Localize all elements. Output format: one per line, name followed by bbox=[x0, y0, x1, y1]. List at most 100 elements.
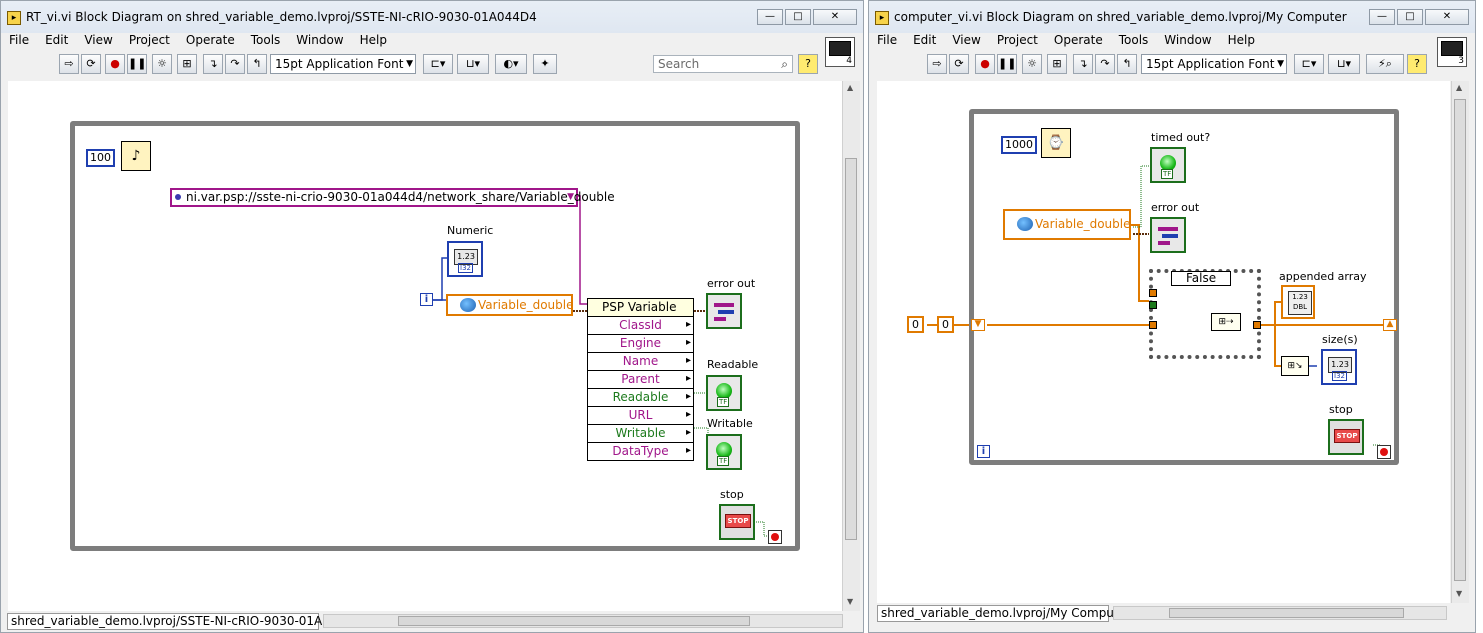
shift-register-right[interactable]: ▲ bbox=[1383, 319, 1397, 331]
array-size-function[interactable]: ⊞↘ bbox=[1281, 356, 1309, 376]
menu-help[interactable]: Help bbox=[1227, 33, 1255, 47]
menu-operate[interactable]: Operate bbox=[185, 33, 235, 47]
while-loop[interactable] bbox=[969, 109, 1399, 465]
menu-operate[interactable]: Operate bbox=[1053, 33, 1103, 47]
appended-array-indicator[interactable]: 1.23 DBL bbox=[1281, 285, 1315, 319]
horizontal-scrollbar[interactable] bbox=[323, 614, 843, 628]
step-over-icon[interactable]: ↷ bbox=[1095, 54, 1115, 74]
scroll-up-icon[interactable]: ▲ bbox=[847, 83, 854, 92]
abort-icon[interactable]: ● bbox=[105, 54, 125, 74]
menu-tools[interactable]: Tools bbox=[250, 33, 281, 47]
numeric-indicator[interactable]: 1.23 I32 bbox=[447, 241, 483, 277]
property-name[interactable]: Name bbox=[588, 353, 693, 371]
abort-icon[interactable]: ● bbox=[975, 54, 995, 74]
property-readable[interactable]: Readable bbox=[588, 389, 693, 407]
distribute-objects-icon[interactable]: ⊔▾ bbox=[1328, 54, 1360, 74]
build-array-function[interactable]: ⊞⇢ bbox=[1211, 313, 1241, 331]
close-button[interactable]: ✕ bbox=[813, 9, 857, 25]
scroll-thumb[interactable] bbox=[1169, 608, 1404, 618]
search-input[interactable]: Search ⌕ bbox=[653, 55, 793, 73]
menu-view[interactable]: View bbox=[952, 33, 981, 47]
scroll-up-icon[interactable]: ▲ bbox=[1456, 83, 1463, 92]
highlight-execution-icon[interactable]: ☼ bbox=[152, 54, 172, 74]
menu-edit[interactable]: Edit bbox=[913, 33, 937, 47]
step-over-icon[interactable]: ↷ bbox=[225, 54, 245, 74]
menu-project[interactable]: Project bbox=[996, 33, 1038, 47]
menu-project[interactable]: Project bbox=[128, 33, 170, 47]
right-vertical-scrollbar[interactable]: ▲ ▼ bbox=[1451, 81, 1469, 603]
search-palette-icon[interactable]: ⚡⌕ bbox=[1366, 54, 1404, 74]
metronome-wait-icon[interactable]: ♪ bbox=[121, 141, 151, 171]
timed-out-indicator[interactable]: TF bbox=[1150, 147, 1186, 183]
menu-file[interactable]: File bbox=[9, 33, 30, 47]
step-out-icon[interactable]: ↰ bbox=[1117, 54, 1137, 74]
case-selector-terminal[interactable] bbox=[1149, 301, 1157, 309]
right-block-diagram[interactable]: 1000 ⌚ timed out? TF error out Variable_… bbox=[877, 81, 1450, 603]
reorder-icon[interactable]: ◐▾ bbox=[495, 54, 527, 74]
run-icon[interactable]: ⇨ bbox=[927, 54, 947, 74]
run-continuously-icon[interactable]: ⟳ bbox=[81, 54, 101, 74]
array-constant-element[interactable]: 0 bbox=[937, 316, 954, 333]
scroll-down-icon[interactable]: ▼ bbox=[1456, 589, 1463, 598]
stop-button-terminal[interactable]: STOP bbox=[1328, 419, 1364, 455]
pause-icon[interactable]: ❚❚ bbox=[127, 54, 147, 74]
property-writable[interactable]: Writable bbox=[588, 425, 693, 443]
iteration-terminal-right[interactable]: i bbox=[977, 445, 990, 458]
iteration-terminal-left[interactable]: i bbox=[420, 293, 433, 306]
menu-edit[interactable]: Edit bbox=[45, 33, 69, 47]
loop-condition-terminal[interactable] bbox=[768, 530, 782, 544]
scroll-thumb[interactable] bbox=[398, 616, 750, 626]
run-continuously-icon[interactable]: ⟳ bbox=[949, 54, 969, 74]
error-out-indicator[interactable] bbox=[706, 293, 742, 329]
step-out-icon[interactable]: ↰ bbox=[247, 54, 267, 74]
readable-indicator[interactable]: TF bbox=[706, 375, 742, 411]
run-icon[interactable]: ⇨ bbox=[59, 54, 79, 74]
font-selector[interactable]: 15pt Application Font ▼ bbox=[270, 54, 416, 74]
retain-wire-values-icon[interactable]: ⊞ bbox=[177, 54, 197, 74]
menu-window[interactable]: Window bbox=[296, 33, 344, 47]
property-parent[interactable]: Parent bbox=[588, 371, 693, 389]
scroll-down-icon[interactable]: ▼ bbox=[847, 597, 854, 606]
scroll-thumb[interactable] bbox=[845, 158, 857, 540]
property-datatype[interactable]: DataType bbox=[588, 443, 693, 460]
context-help-icon[interactable]: ? bbox=[798, 54, 818, 74]
align-objects-icon[interactable]: ⊏▾ bbox=[423, 54, 453, 74]
horizontal-scrollbar[interactable] bbox=[1113, 606, 1447, 620]
left-block-diagram[interactable]: 100 ♪ ni.var.psp://sste-ni-crio-9030-01a… bbox=[8, 81, 842, 611]
sizes-indicator[interactable]: 1.23 I32 bbox=[1321, 349, 1357, 385]
menu-file[interactable]: File bbox=[877, 33, 898, 47]
menu-tools[interactable]: Tools bbox=[1118, 33, 1149, 47]
align-objects-icon[interactable]: ⊏▾ bbox=[1294, 54, 1324, 74]
menu-window[interactable]: Window bbox=[1164, 33, 1212, 47]
wait-ms-constant[interactable]: 100 bbox=[86, 149, 115, 167]
maximize-button[interactable]: □ bbox=[785, 9, 811, 25]
wait-ms-constant[interactable]: 1000 bbox=[1001, 136, 1037, 154]
clean-up-diagram-icon[interactable]: ✦ bbox=[533, 54, 557, 74]
close-button[interactable]: ✕ bbox=[1425, 9, 1469, 25]
step-into-icon[interactable]: ↴ bbox=[203, 54, 223, 74]
left-vertical-scrollbar[interactable]: ▲ ▼ bbox=[842, 81, 860, 611]
scroll-thumb[interactable] bbox=[1454, 99, 1466, 581]
left-titlebar[interactable]: ▸ RT_vi.vi Block Diagram on shred_variab… bbox=[1, 1, 863, 33]
wait-timer-icon[interactable]: ⌚ bbox=[1041, 128, 1071, 158]
array-constant[interactable]: 0 bbox=[907, 316, 924, 333]
psp-url-constant[interactable]: ni.var.psp://sste-ni-crio-9030-01a044d4/… bbox=[170, 188, 615, 207]
minimize-button[interactable]: — bbox=[1369, 9, 1395, 25]
step-into-icon[interactable]: ↴ bbox=[1073, 54, 1093, 74]
error-out-indicator[interactable] bbox=[1150, 217, 1186, 253]
right-titlebar[interactable]: ▸ computer_vi.vi Block Diagram on shred_… bbox=[869, 1, 1475, 33]
property-classid[interactable]: ClassId bbox=[588, 317, 693, 335]
case-selector[interactable]: False bbox=[1171, 271, 1232, 286]
maximize-button[interactable]: □ bbox=[1397, 9, 1423, 25]
distribute-objects-icon[interactable]: ⊔▾ bbox=[457, 54, 489, 74]
pause-icon[interactable]: ❚❚ bbox=[997, 54, 1017, 74]
writable-indicator[interactable]: TF bbox=[706, 434, 742, 470]
shared-variable-read-node[interactable]: Variable_double bbox=[1003, 209, 1131, 240]
stop-button-terminal[interactable]: STOP bbox=[719, 504, 755, 540]
while-loop[interactable] bbox=[70, 121, 800, 551]
property-url[interactable]: URL bbox=[588, 407, 693, 425]
highlight-execution-icon[interactable]: ☼ bbox=[1022, 54, 1042, 74]
menu-help[interactable]: Help bbox=[359, 33, 387, 47]
property-engine[interactable]: Engine bbox=[588, 335, 693, 353]
shift-register-left[interactable]: ▼ bbox=[971, 319, 985, 331]
